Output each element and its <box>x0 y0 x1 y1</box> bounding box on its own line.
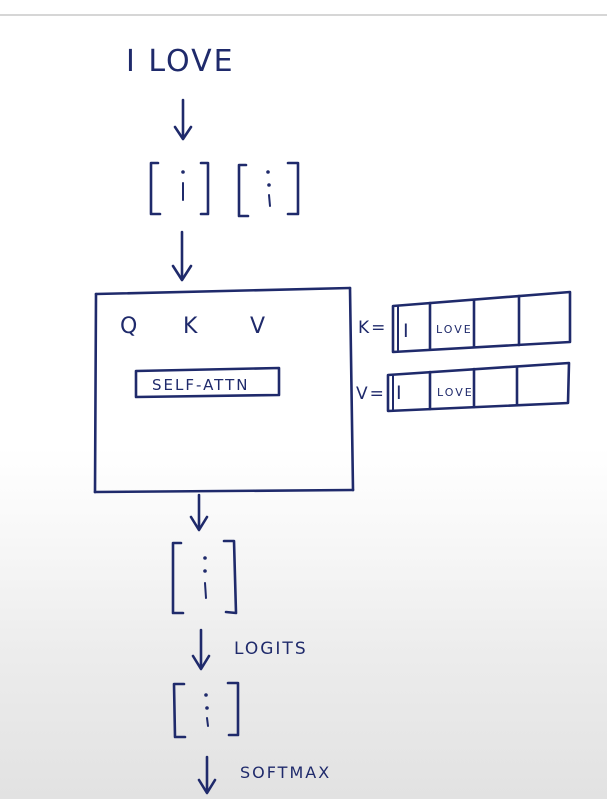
arrow-down-icon <box>173 98 193 141</box>
input-embedding-vector-2 <box>237 161 300 218</box>
k-cache-row <box>391 290 572 354</box>
v-cell-2: LOVE <box>437 386 474 399</box>
q-label: Q <box>120 314 139 339</box>
softmax-label: SOFTMAX <box>240 763 331 782</box>
v-row-label: V= <box>356 384 386 404</box>
k-cell-1: I <box>403 320 411 342</box>
top-divider <box>0 0 607 16</box>
v-label: V <box>250 314 267 339</box>
v-cache-row <box>386 361 571 413</box>
arrow-down-icon <box>191 628 211 671</box>
model-box <box>93 286 355 494</box>
input-text: I LOVE <box>126 44 235 79</box>
arrow-down-icon <box>171 230 193 282</box>
logits-label: LOGITS <box>234 639 308 659</box>
logits-vector <box>172 681 240 739</box>
output-vector <box>171 539 238 615</box>
arrow-down-icon <box>189 493 209 532</box>
self-attn-box <box>134 366 281 399</box>
k-cell-2: LOVE <box>436 323 473 336</box>
k-row-label: K= <box>358 318 387 338</box>
arrow-down-icon <box>197 755 217 795</box>
self-attn-label: SELF-ATTN <box>152 376 249 394</box>
input-embedding-vector-1 <box>149 161 210 216</box>
k-label: K <box>183 314 199 339</box>
v-cell-1: I <box>396 382 404 404</box>
